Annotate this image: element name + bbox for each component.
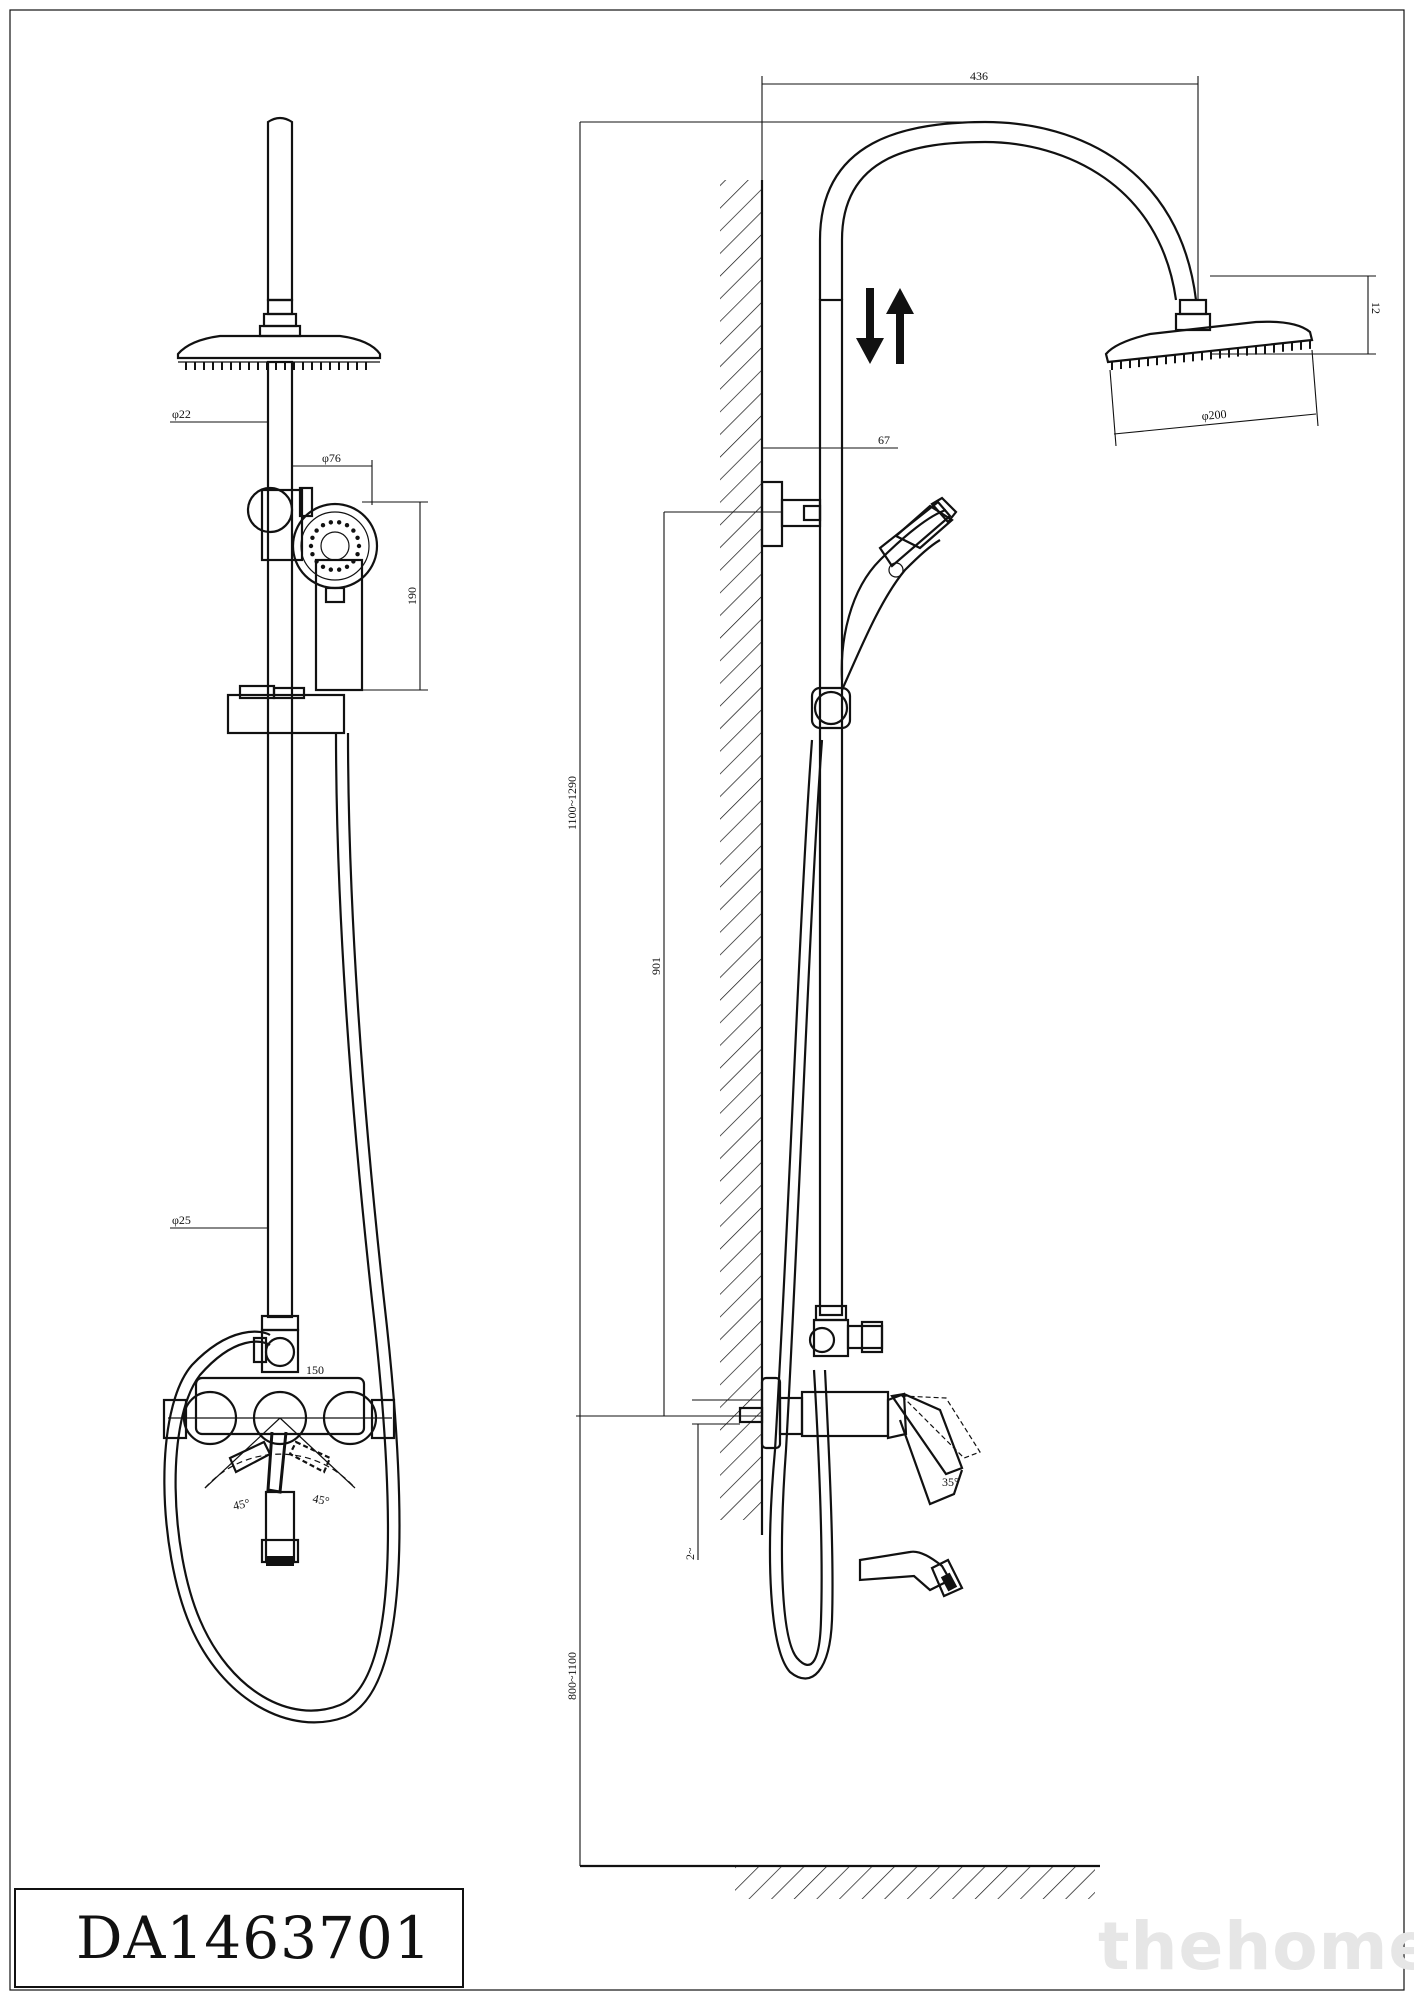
hand-shower-side bbox=[840, 496, 958, 691]
mixer-body-side: 35° bbox=[738, 1376, 981, 1506]
rain-shower-head-front bbox=[176, 324, 382, 363]
spout-side bbox=[858, 1550, 964, 1598]
spout-front bbox=[260, 1490, 300, 1566]
dim-lower-pipe-diameter: φ25 bbox=[172, 1213, 191, 1227]
dim-eccentric: 2~ bbox=[683, 1547, 697, 1560]
rain-shower-head-side bbox=[1104, 298, 1314, 364]
floor-hatch bbox=[735, 1865, 1095, 1899]
slide-bar-holder-side bbox=[810, 686, 852, 730]
dim-head-height: 12 bbox=[1369, 302, 1383, 314]
front-view bbox=[162, 116, 401, 1724]
dim-hand-shower-length: 190 bbox=[405, 587, 419, 605]
side-view: 35° bbox=[580, 120, 1314, 1899]
dim-holder-to-mixer: 901 bbox=[649, 957, 663, 975]
riser-pipe-side bbox=[818, 298, 844, 1317]
diverter-front bbox=[252, 1314, 300, 1374]
wall-bracket-side bbox=[760, 480, 822, 548]
dim-mixer-height: 800~1100 bbox=[565, 1652, 579, 1700]
side-dimensions: 436 12 φ200 67 1100~1290 901 800~1100 2~ bbox=[565, 69, 1383, 1866]
hose-front bbox=[174, 732, 390, 1712]
wall-bracket-front bbox=[246, 486, 314, 562]
wall-hatch bbox=[720, 180, 762, 1520]
dim-head-diameter: φ200 bbox=[1201, 407, 1227, 423]
watermark-logo: thehome bbox=[1098, 1908, 1414, 1985]
diverter-side bbox=[808, 1304, 884, 1358]
up-down-arrows-icon bbox=[856, 288, 914, 364]
dim-handle-angle-right: 45° bbox=[311, 1491, 331, 1508]
shower-arm bbox=[818, 120, 1198, 301]
dim-riser-diameter: φ22 bbox=[172, 407, 191, 421]
hose-side bbox=[768, 739, 834, 1680]
front-dimensions: φ22 φ76 190 φ25 150 45° 45° bbox=[170, 407, 428, 1513]
dim-wall-offset: 67 bbox=[878, 433, 890, 447]
riser-pipe-front bbox=[266, 360, 294, 1319]
dim-adjust-range: 1100~1290 bbox=[565, 776, 579, 830]
dim-mixer-centers: 150 bbox=[306, 1363, 324, 1377]
dim-diverter-angle: 35° bbox=[942, 1475, 959, 1489]
slide-bar-holder-front bbox=[226, 684, 346, 735]
title-block: DA1463701 bbox=[14, 1888, 464, 1988]
dim-handle-angle-left: 45° bbox=[232, 1496, 252, 1513]
dim-hand-shower-diameter: φ76 bbox=[322, 451, 341, 465]
model-code: DA1463701 bbox=[76, 1904, 432, 1972]
drawing-border bbox=[9, 9, 1405, 1991]
dim-arm-reach: 436 bbox=[970, 69, 988, 83]
hand-shower-front bbox=[291, 502, 379, 692]
mixer-body-front bbox=[162, 1376, 396, 1494]
